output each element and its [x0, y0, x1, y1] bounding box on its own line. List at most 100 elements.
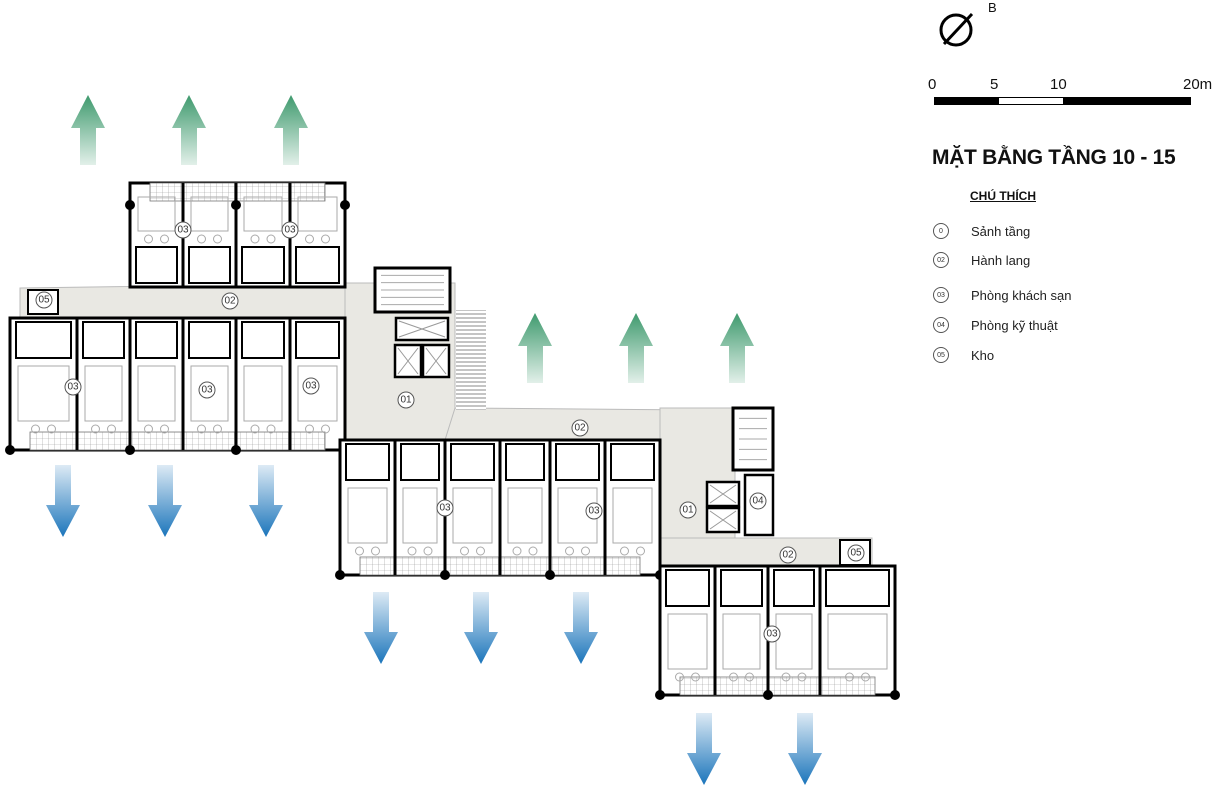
elevator-cross: [709, 510, 737, 530]
chair: [620, 546, 629, 556]
chair: [91, 424, 100, 434]
bathroom: [555, 443, 600, 481]
arrow-shape: [788, 713, 822, 785]
space-tag-circle: [397, 391, 415, 409]
bathroom: [188, 321, 231, 359]
bed: [507, 487, 543, 544]
space-tag-room: 03: [766, 629, 778, 640]
chair: [266, 424, 276, 434]
bed: [297, 196, 338, 232]
bed: [137, 365, 176, 422]
chair: [266, 234, 276, 244]
space-tag-circle: [763, 625, 781, 643]
chair: [197, 234, 206, 244]
scale-tick: 10: [1050, 76, 1067, 93]
chair: [160, 234, 169, 244]
bathroom: [135, 246, 178, 284]
bed: [243, 196, 283, 232]
chair: [845, 672, 854, 682]
wind-out-arrow-icon: [564, 592, 598, 664]
space-tag-circle: [174, 221, 192, 239]
space-tag-room: 03: [439, 503, 451, 514]
chair: [47, 424, 56, 434]
structural-column: [763, 690, 773, 700]
chair: [31, 424, 40, 434]
wind-out-arrow-icon: [687, 713, 721, 785]
arrow-shape: [148, 465, 182, 537]
chair: [250, 234, 260, 244]
chair: [581, 546, 590, 556]
chair: [528, 546, 538, 556]
structural-column: [545, 570, 555, 580]
space-tag-circle: [221, 292, 239, 310]
balcony: [679, 676, 876, 696]
arrow-shape: [720, 313, 754, 383]
chair: [197, 424, 206, 434]
arrow-shape: [71, 95, 105, 165]
scale-labels: 0 5 10 20m: [928, 76, 1212, 94]
bed: [827, 613, 888, 670]
structural-column: [231, 445, 241, 455]
bathroom: [665, 569, 710, 607]
wind-out-arrow-icon: [788, 713, 822, 785]
space-tag-circle: [436, 499, 454, 517]
legend-code: 04: [933, 317, 949, 333]
structural-column: [5, 445, 15, 455]
chair: [691, 672, 700, 682]
structural-column: [440, 570, 450, 580]
chair: [423, 546, 433, 556]
wind-out-arrow-icon: [364, 592, 398, 664]
space-tag-circle: [64, 378, 82, 396]
wind-in-arrow-icon: [720, 313, 754, 383]
elevator-shaft: [705, 480, 741, 508]
chair: [460, 546, 469, 556]
arrow-shape: [564, 592, 598, 664]
balcony: [29, 431, 326, 451]
chair: [407, 546, 417, 556]
chair: [107, 424, 116, 434]
bed: [402, 487, 438, 544]
chair: [144, 234, 153, 244]
elevator-cross: [397, 347, 419, 375]
bed: [84, 365, 123, 422]
space-tag-corridor: 02: [782, 550, 794, 561]
bed: [452, 487, 493, 544]
legend-code: 02: [933, 252, 949, 268]
structural-column: [125, 445, 135, 455]
elevator-cross: [398, 320, 446, 338]
page-title: MẶT BẰNG TẦNG 10 - 15: [932, 146, 1176, 169]
roof-hatch: [456, 310, 486, 410]
bathroom: [610, 443, 655, 481]
bed: [243, 365, 283, 422]
chair: [512, 546, 522, 556]
space-tag-circle: [749, 492, 767, 510]
chair: [305, 234, 314, 244]
chair: [729, 672, 738, 682]
arrow-shape: [249, 465, 283, 537]
space-tag-tech: 04: [752, 496, 764, 507]
structural-column: [125, 200, 135, 210]
bed: [612, 487, 653, 544]
bathroom: [400, 443, 440, 481]
structural-column: [340, 200, 350, 210]
chair: [745, 672, 754, 682]
space-tag-circle: [281, 221, 299, 239]
space-tag-lobby: 01: [400, 395, 412, 406]
space-tag-circle: [847, 544, 865, 562]
chair: [321, 424, 330, 434]
elevator-cross: [709, 484, 737, 504]
elevator-cross: [425, 347, 447, 375]
legend-label: Sảnh tầng: [971, 223, 1031, 239]
space-tag-circle: [571, 419, 589, 437]
arrow-shape: [464, 592, 498, 664]
bathroom: [295, 321, 340, 359]
chair: [797, 672, 807, 682]
bathroom: [720, 569, 763, 607]
chair: [321, 234, 330, 244]
legend-code: 03: [933, 287, 949, 303]
